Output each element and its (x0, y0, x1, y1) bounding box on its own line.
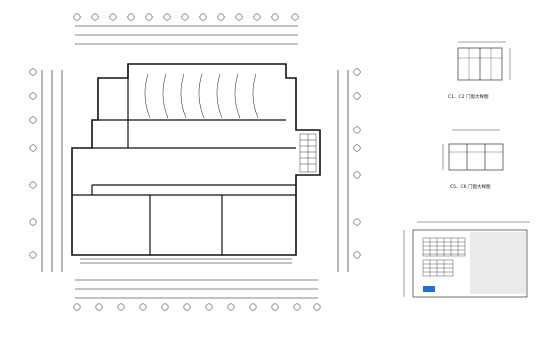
exterior-window-marks (80, 258, 292, 264)
seating-layout-plan (403, 221, 530, 298)
grid-axis-bubbles-left (29, 68, 37, 259)
grid-axis-bubbles-top (73, 13, 299, 21)
accent-marker (423, 286, 435, 292)
interior-walls (72, 64, 296, 255)
stair (299, 133, 317, 173)
window-elevation-2 (442, 129, 504, 171)
window-elevation-1-title: C1、C2 门窗大样图 (448, 93, 489, 100)
bottom-dimension-chain (75, 279, 318, 299)
window-elevation-1 (457, 41, 511, 81)
right-dimension-chain (337, 70, 349, 272)
top-dimension-chain (75, 25, 298, 45)
grid-axis-bubbles-right (353, 68, 361, 259)
seat-rows (422, 237, 466, 277)
left-dimension-chain (41, 70, 63, 272)
shaded-area (470, 232, 526, 294)
window-elevation-2-title: C5、C6 门窗大样图 (450, 183, 491, 190)
auditorium-seating-arcs (144, 73, 259, 119)
building-outline (71, 63, 321, 256)
floor-plan (41, 25, 349, 299)
grid-axis-bubbles-bottom (73, 303, 321, 311)
